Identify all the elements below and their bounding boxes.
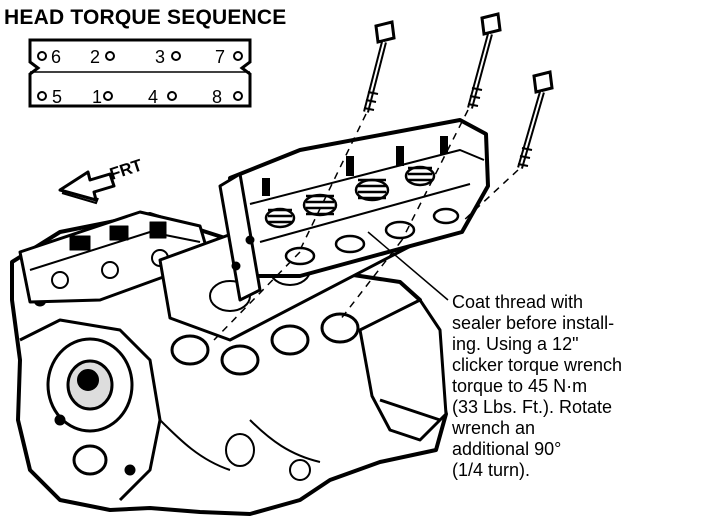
seq-number: 8 <box>212 87 222 107</box>
torque-instruction-note: Coat thread with sealer before install- … <box>452 292 623 480</box>
seq-number: 4 <box>148 87 158 107</box>
head-bolt <box>517 70 554 169</box>
head-bolt <box>363 20 396 113</box>
seq-number: 6 <box>51 47 61 67</box>
diagram-title: HEAD TORQUE SEQUENCE <box>4 6 287 29</box>
seq-number: 7 <box>215 47 225 67</box>
note-leader-line <box>367 231 449 301</box>
seq-number: 5 <box>52 87 62 107</box>
seq-number: 1 <box>92 87 102 107</box>
bolt-alignment-lines <box>213 109 519 341</box>
seq-number: 2 <box>90 47 100 67</box>
seq-number: 3 <box>155 47 165 67</box>
head-bolt <box>467 12 502 109</box>
front-arrow: FRT <box>58 155 145 205</box>
front-label: FRT <box>107 155 145 183</box>
torque-sequence-chart: 6 2 3 7 5 1 4 8 <box>28 38 252 108</box>
right-cylinder-head <box>218 118 490 302</box>
